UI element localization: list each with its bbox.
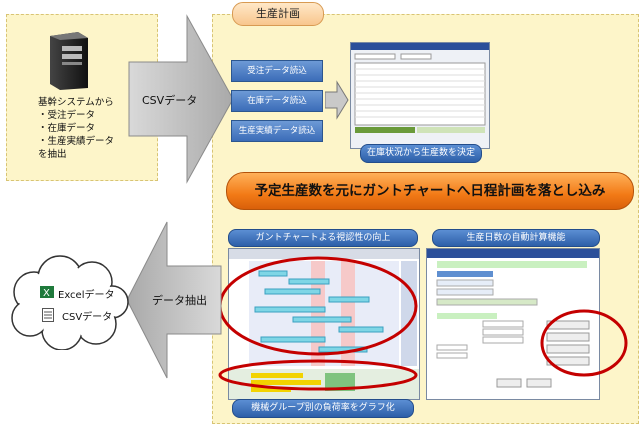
gantt-label: ガントチャートよる視認性の向上 [228,229,418,247]
small-arrow [325,80,349,120]
csv-file-icon [42,308,54,322]
source-line: 基幹システムから [38,97,114,108]
source-description: 基幹システムから ・受注データ ・在庫データ ・生産実績データ を抽出 [38,96,114,161]
extract-arrow-label: データ抽出 [152,294,207,307]
csv-arrow [128,14,234,184]
server-icon [50,32,88,90]
page-title: 生産計画 [232,2,324,26]
buttons-highlight [540,309,628,377]
gantt-highlight [218,256,418,356]
stock-table-graphic [351,43,489,133]
order-data-load-button[interactable]: 受注データ読込 [231,60,323,82]
stock-label: 在庫状況から生産数を決定 [360,144,482,163]
auto-calc-label: 生産日数の自動計算機能 [432,229,600,247]
excel-data-label: Excelデータ [58,290,115,301]
source-line: を抽出 [38,149,67,160]
source-line: ・生産実績データ [38,136,115,147]
load-graph-label: 機械グループ別の負荷率をグラフ化 [232,399,414,418]
excel-icon: X [40,286,54,298]
csv-arrow-label: CSVデータ [142,94,198,107]
stock-data-load-button[interactable]: 在庫データ読込 [231,90,323,112]
source-line: ・在庫データ [38,123,96,134]
data-cloud [11,255,129,350]
source-line: ・受注データ [38,110,96,121]
auto-calc-form-graphic [427,249,599,388]
graph-highlight [218,359,418,391]
svg-text:X: X [43,288,50,298]
extract-arrow [126,221,222,379]
production-data-load-button[interactable]: 生産実績データ読込 [231,120,323,142]
gantt-banner: 予定生産数を元にガントチャートへ日程計画を落とし込み [226,172,634,210]
csv-data-label: CSVデータ [62,312,113,323]
stock-screen [350,42,490,149]
